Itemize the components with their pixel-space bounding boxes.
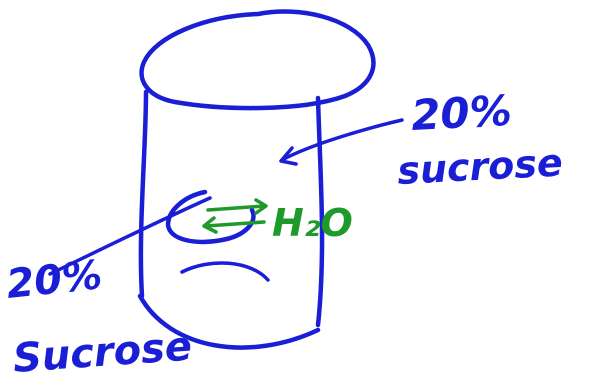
outside-percent-label: 20%: [410, 86, 513, 140]
beaker-bottom: [137, 293, 321, 350]
inner-arc-bottom: [180, 261, 270, 282]
water-label: H₂O: [272, 201, 353, 245]
inside-pointer: [48, 196, 212, 276]
outside-pointer-arrowhead: [279, 146, 298, 166]
outside-pointer: [280, 118, 404, 162]
beaker-rim: [139, 9, 376, 111]
beaker-right-wall: [315, 95, 325, 328]
beaker: [137, 9, 376, 350]
inside-solute-label: Sucrose: [11, 324, 193, 382]
inside-percent-label: 20%: [4, 252, 104, 308]
outside-solute-label: sucrose: [396, 140, 564, 193]
beaker-left-wall: [138, 89, 149, 299]
water-exchange-arrows: [202, 198, 268, 234]
inner-compartment: [165, 189, 256, 245]
